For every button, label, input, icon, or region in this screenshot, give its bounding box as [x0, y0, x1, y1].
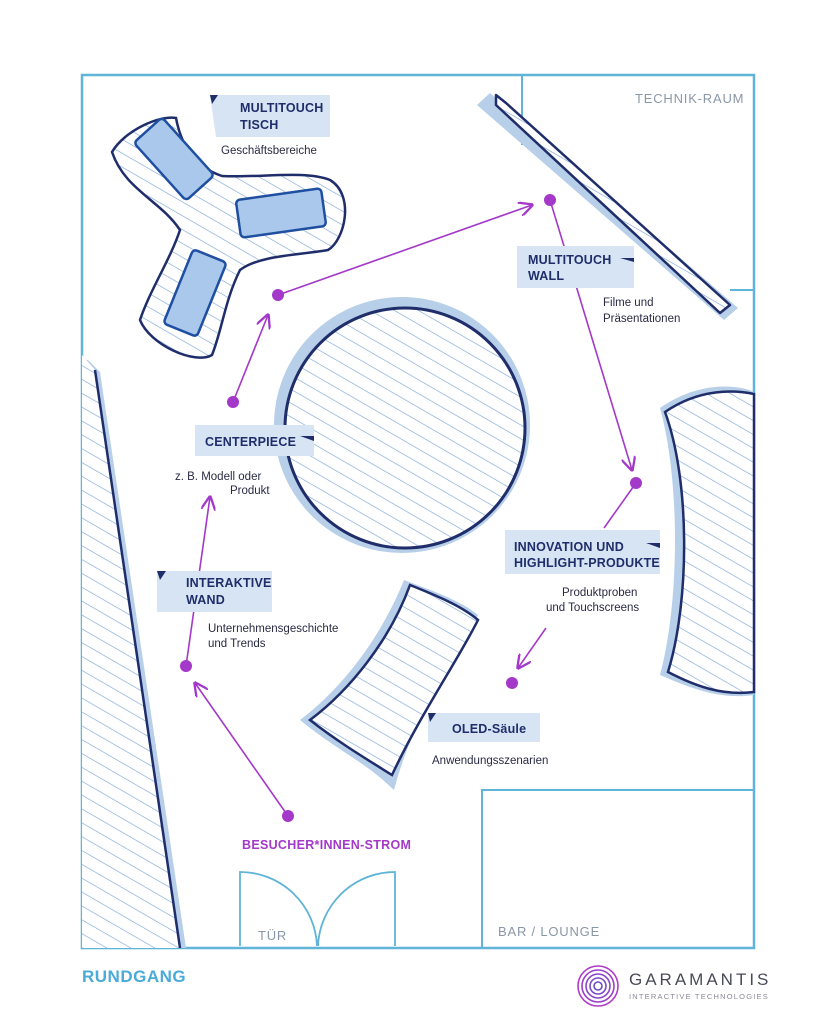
- multitouch-tisch-label: MULTITOUCH TISCH Geschäftsbereiche: [210, 95, 330, 157]
- oled-title: OLED-Säule: [452, 722, 526, 736]
- door-label: TÜR: [258, 928, 287, 943]
- innovation-wall-shape: [660, 386, 756, 697]
- door: TÜR: [239, 871, 396, 947]
- oled-saeule-shape: [300, 580, 480, 790]
- tisch-title-2: TISCH: [240, 118, 279, 132]
- centerpiece-label: CENTERPIECE z. B. Modell oder Produkt: [175, 425, 314, 497]
- innovation-title-1: INNOVATION UND: [514, 540, 624, 554]
- centerpiece-title: CENTERPIECE: [205, 435, 296, 449]
- centerpiece-subtitle-1: z. B. Modell oder: [175, 471, 261, 483]
- innovation-subtitle-2: und Touchscreens: [546, 602, 639, 614]
- multitouch-wall-panel: [477, 93, 738, 320]
- centerpiece-shape: [274, 297, 530, 553]
- wand-title-1: INTERAKTIVE: [186, 576, 272, 590]
- brand-tagline: INTERACTIVE TECHNOLOGIES: [629, 992, 769, 1001]
- visitor-flow-label: BESUCHER*INNEN-STROM: [242, 838, 411, 852]
- interaktive-wand-panel: [82, 355, 186, 949]
- innovation-label: INNOVATION UND HIGHLIGHT-PRODUKTE Produk…: [505, 530, 660, 614]
- wand-subtitle-2: und Trends: [208, 638, 266, 650]
- flow-point-centerpiece: [227, 396, 239, 408]
- bar-lounge-wall: [481, 789, 754, 948]
- multitouch-tisch-shape: [110, 116, 347, 359]
- garamantis-logo-icon: [577, 965, 619, 1007]
- wall-subtitle-1: Filme und: [603, 297, 654, 309]
- page-title: RUNDGANG: [82, 967, 187, 986]
- technik-raum-label: TECHNIK-RAUM: [635, 91, 744, 106]
- multitouch-wall-label: MULTITOUCH WALL Filme und Präsentationen: [517, 246, 680, 325]
- oled-subtitle: Anwendungsszenarien: [432, 755, 548, 767]
- interaktive-wand-label: INTERAKTIVE WAND Unternehmensgeschichte …: [157, 571, 338, 650]
- flow-point-wand: [180, 660, 192, 672]
- brand-name: GARAMANTIS: [629, 970, 772, 989]
- wall-subtitle-2: Präsentationen: [603, 313, 680, 325]
- flow-point-start: [282, 810, 294, 822]
- bar-lounge-label: BAR / LOUNGE: [498, 924, 600, 939]
- oled-label: OLED-Säule Anwendungsszenarien: [428, 713, 548, 767]
- brand-logo-block: GARAMANTIS INTERACTIVE TECHNOLOGIES: [575, 964, 775, 1008]
- wall-title-1: MULTITOUCH: [528, 253, 611, 267]
- wall-title-2: WALL: [528, 269, 564, 283]
- wand-subtitle-1: Unternehmensgeschichte: [208, 623, 338, 635]
- flow-point-tisch: [272, 289, 284, 301]
- flow-point-wall: [544, 194, 556, 206]
- flow-point-innovation: [630, 477, 642, 489]
- flow-point-oled: [506, 677, 518, 689]
- tisch-title-1: MULTITOUCH: [240, 101, 323, 115]
- centerpiece-subtitle-2: Produkt: [230, 485, 270, 497]
- innovation-subtitle-1: Produktproben: [562, 587, 637, 599]
- wand-title-2: WAND: [186, 593, 225, 607]
- tisch-subtitle: Geschäftsbereiche: [221, 145, 317, 157]
- innovation-title-2: HIGHLIGHT-PRODUKTE: [514, 556, 660, 570]
